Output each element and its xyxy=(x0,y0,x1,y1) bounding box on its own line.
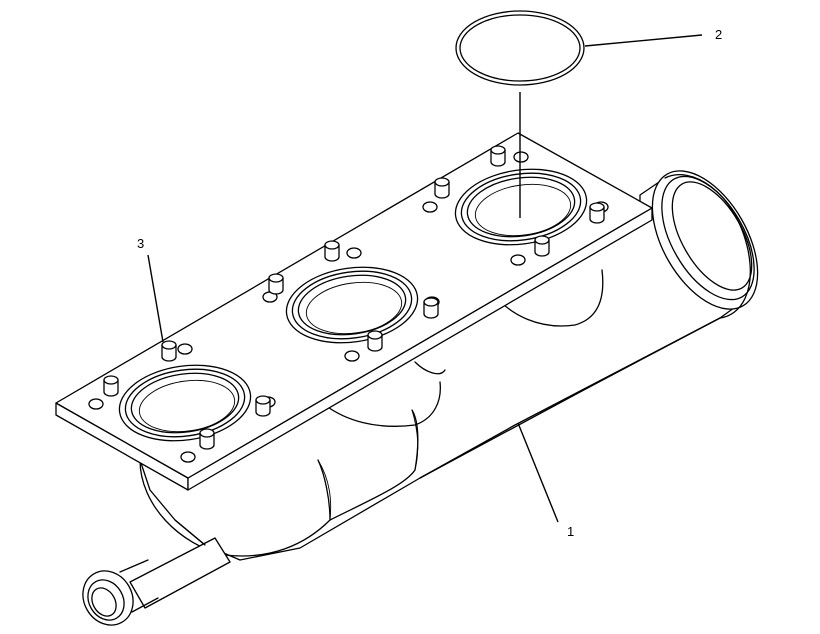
callout-3: 3 xyxy=(137,236,164,343)
callout-label-3: 3 xyxy=(137,236,144,251)
leader-line-1 xyxy=(517,422,559,523)
dowel-pin xyxy=(268,273,284,295)
dowel-pin xyxy=(161,340,177,362)
outlet-pipe-left xyxy=(82,519,231,626)
o-ring-seal xyxy=(455,10,585,218)
dowel-pin xyxy=(423,297,439,319)
dowel-pin xyxy=(103,375,119,397)
end-flange-right xyxy=(651,170,759,319)
dowel-pin xyxy=(367,330,383,352)
leader-line-2 xyxy=(584,34,703,47)
dowel-pin xyxy=(324,240,340,262)
leader-line-3 xyxy=(147,254,164,343)
dowel-pin xyxy=(589,202,605,224)
callout-label-1: 1 xyxy=(567,524,574,539)
dowel-pins xyxy=(103,145,605,450)
dowel-pin xyxy=(255,395,271,417)
dowel-pin xyxy=(199,428,215,450)
callout-2: 2 xyxy=(584,27,722,47)
bore-openings xyxy=(118,168,588,442)
dowel-pin xyxy=(490,145,506,167)
callout-label-2: 2 xyxy=(715,27,722,42)
dowel-pin xyxy=(534,235,550,257)
dowel-pin xyxy=(434,177,450,199)
callout-1: 1 xyxy=(517,422,574,539)
